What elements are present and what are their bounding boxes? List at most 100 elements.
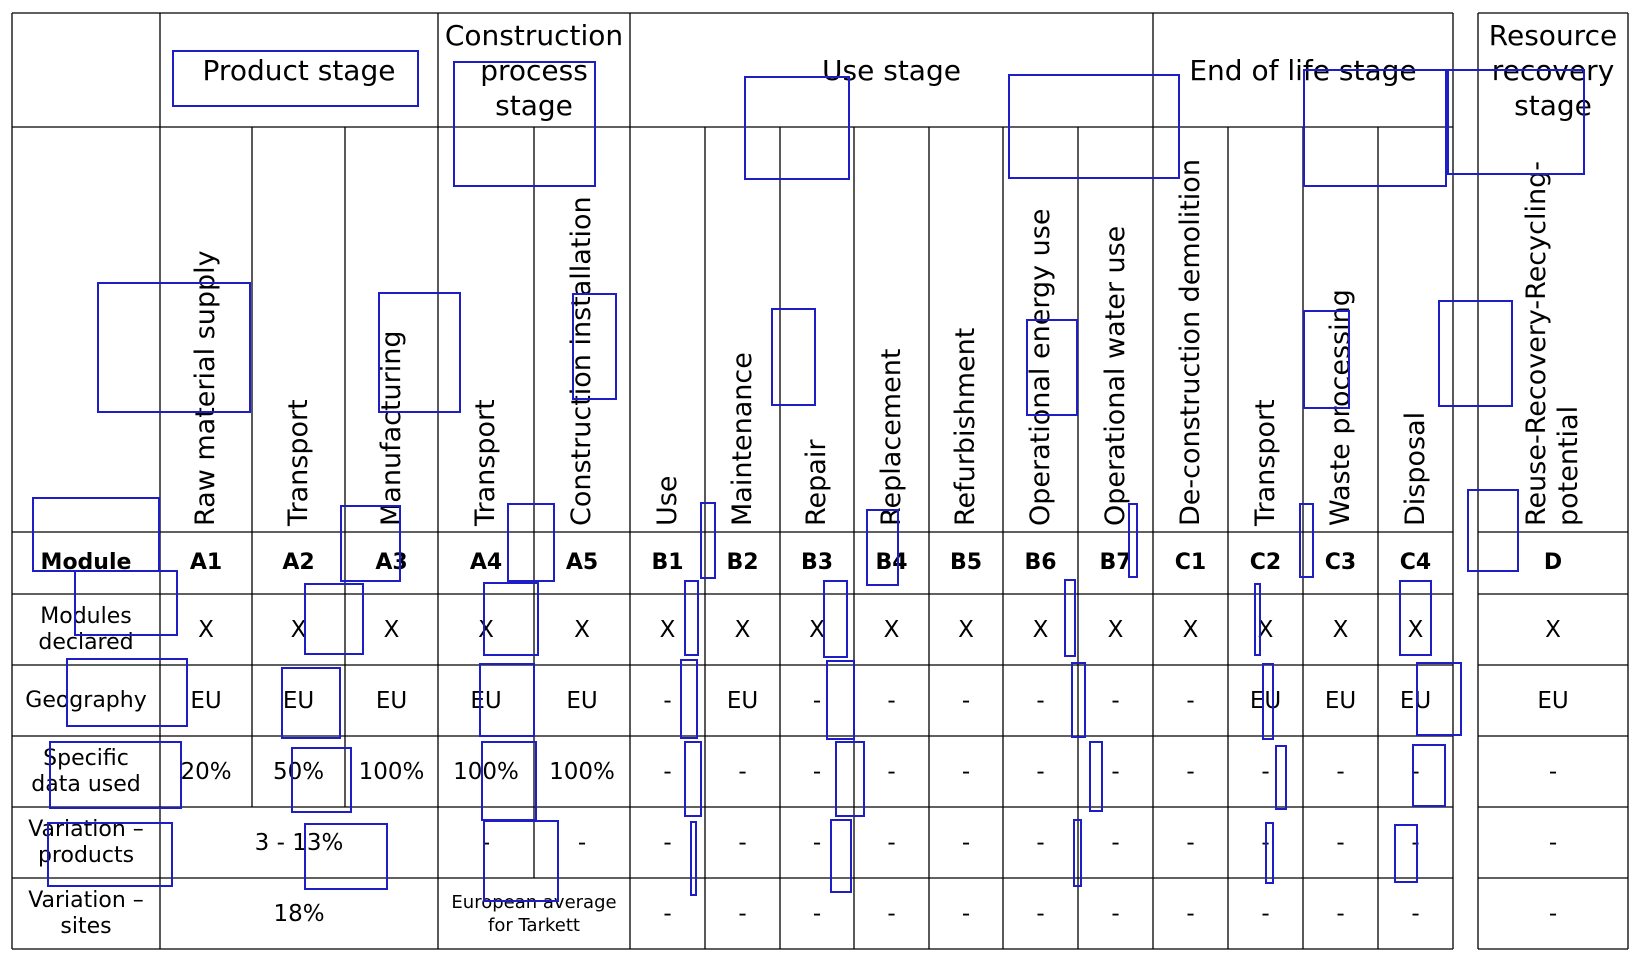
module-code: B3 <box>800 550 834 575</box>
module-specific-data: - <box>1261 758 1270 785</box>
annotation-box <box>1299 503 1314 578</box>
annotation-box <box>507 503 555 582</box>
variation-products-product-stage: 3 - 13% <box>254 829 344 856</box>
module-declared: X <box>574 616 590 643</box>
module-geography: EU <box>190 687 222 714</box>
variation-products-value: - <box>1336 829 1345 856</box>
module-code: C3 <box>1324 550 1357 575</box>
module-declared: X <box>1032 616 1049 643</box>
module-specific-data: 50% <box>272 758 325 785</box>
variation-sites-value: - <box>738 900 747 927</box>
variation-sites-value: - <box>1186 900 1195 927</box>
module-declared: X <box>809 616 825 643</box>
module-geography: - <box>1111 687 1120 714</box>
module-name-text: Operational water use <box>1099 225 1131 526</box>
module-specific-data: - <box>887 758 896 785</box>
annotation-box <box>826 660 855 740</box>
module-code: B4 <box>875 550 908 575</box>
module-geography: EU <box>566 687 598 714</box>
variation-sites-value: - <box>961 900 971 927</box>
module-code: D <box>1543 550 1563 575</box>
module-name-C1: De-construction demolition <box>1153 127 1228 532</box>
annotation-box <box>1275 745 1287 810</box>
module-declared: X <box>1407 616 1424 643</box>
module-declared: X <box>1107 616 1124 643</box>
annotation-box <box>1254 583 1261 656</box>
module-geography: - <box>887 687 896 714</box>
annotation-box <box>378 292 461 413</box>
variation-sites-value: - <box>1411 900 1420 927</box>
module-geography: - <box>663 687 672 714</box>
annotation-box <box>1447 69 1585 175</box>
module-geography: - <box>961 687 971 714</box>
module-declared: X <box>290 616 307 643</box>
module-name-text: Replacement <box>875 348 907 526</box>
module-code: C1 <box>1174 550 1207 575</box>
module-geography: EU <box>1399 687 1432 714</box>
module-code: A5 <box>565 550 599 575</box>
variation-products-value: - <box>1036 829 1045 856</box>
variation-sites-value: - <box>887 900 896 927</box>
module-geography: EU <box>1537 687 1569 714</box>
annotation-box <box>453 61 596 187</box>
annotation-box <box>1071 662 1086 738</box>
module-declared: X <box>1182 616 1199 643</box>
annotation-box <box>1262 663 1274 740</box>
module-specific-data: - <box>812 758 822 785</box>
annotation-box <box>1265 822 1274 884</box>
annotation-box <box>1303 69 1447 187</box>
annotation-box <box>680 659 698 739</box>
module-name-text: Refurbishment <box>950 327 981 526</box>
stage-header-product: Product stage <box>202 53 396 87</box>
module-geography: - <box>1036 687 1045 714</box>
module-geography: EU <box>282 687 315 714</box>
module-code: A1 <box>189 550 223 575</box>
annotation-box <box>1467 489 1519 572</box>
module-name-text: Repair <box>801 439 832 526</box>
module-declared: X <box>734 616 751 643</box>
module-geography: EU <box>1324 687 1357 714</box>
module-geography: EU <box>1249 687 1282 714</box>
module-code: B7 <box>1099 550 1132 575</box>
variation-sites-product-stage: 18% <box>273 900 325 927</box>
module-specific-data: 100% <box>358 758 425 785</box>
module-specific-data: 20% <box>180 758 232 785</box>
variation-products-a4: - <box>481 829 491 856</box>
annotation-box <box>771 308 816 406</box>
variation-sites-value: - <box>1036 900 1045 927</box>
annotation-box <box>1303 310 1350 409</box>
variation-sites-value: - <box>1336 900 1345 927</box>
module-name-text: De-construction demolition <box>1174 159 1206 526</box>
variation-products-value: - <box>1186 829 1195 856</box>
module-geography: - <box>1186 687 1195 714</box>
module-specific-data: - <box>738 758 747 785</box>
annotation-box <box>340 505 401 582</box>
module-name-text: Reuse-Recovery-Recycling-potential <box>1521 161 1584 526</box>
variation-products-value: - <box>1111 829 1120 856</box>
variation-products-value: - <box>663 829 672 856</box>
module-declared: X <box>659 616 676 643</box>
annotation-box <box>479 663 535 737</box>
annotation-box <box>97 282 251 413</box>
annotation-box <box>700 502 716 579</box>
module-geography: EU <box>726 687 759 714</box>
annotation-box <box>281 667 341 739</box>
module-declared: X <box>1545 616 1561 643</box>
annotation-box <box>49 741 182 809</box>
module-name-B5: Refurbishment <box>929 127 1003 532</box>
row-label-declared: Modules declared <box>38 603 134 655</box>
annotation-box <box>830 819 852 893</box>
variation-products-value: - <box>1411 829 1420 856</box>
variation-products-value: - <box>1548 829 1558 856</box>
module-declared: X <box>478 616 494 643</box>
annotation-box <box>304 583 364 655</box>
module-declared: X <box>383 616 400 643</box>
module-name-B4: Replacement <box>854 127 929 532</box>
annotation-box <box>481 741 537 821</box>
annotation-box <box>483 582 539 656</box>
module-geography: EU <box>375 687 408 714</box>
variation-sites-value: - <box>812 900 822 927</box>
annotation-box <box>1399 580 1432 656</box>
